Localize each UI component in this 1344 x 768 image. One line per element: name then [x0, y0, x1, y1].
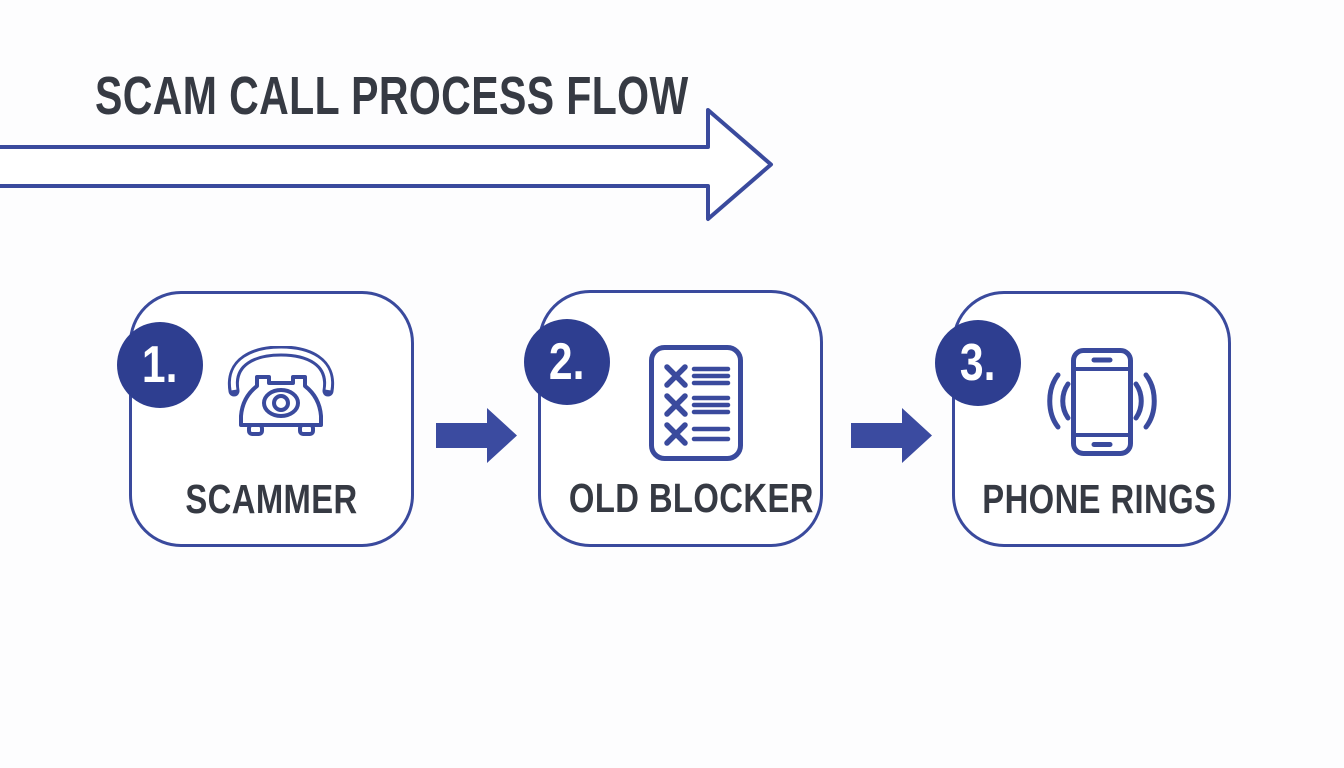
step-number-badge: 1.	[117, 322, 203, 408]
process-flow-arrow-icon	[0, 100, 780, 230]
step-number: 3.	[960, 334, 996, 392]
ringing-smartphone-icon	[1043, 348, 1161, 456]
step-number-badge: 3.	[935, 320, 1021, 406]
page-title: SCAM CALL PROCESS FLOW	[95, 66, 689, 126]
step-number: 1.	[142, 336, 178, 394]
step-number-badge: 2.	[524, 319, 610, 405]
blocklist-icon	[649, 345, 743, 461]
step-label: SCAMMER	[185, 476, 358, 522]
arrow-right-icon	[436, 408, 518, 463]
step-label: OLD BLOCKER	[568, 475, 814, 521]
step-label: PHONE RINGS	[982, 476, 1217, 522]
rotary-telephone-icon	[221, 346, 341, 446]
arrow-right-icon	[851, 408, 933, 463]
step-number: 2.	[549, 333, 585, 391]
